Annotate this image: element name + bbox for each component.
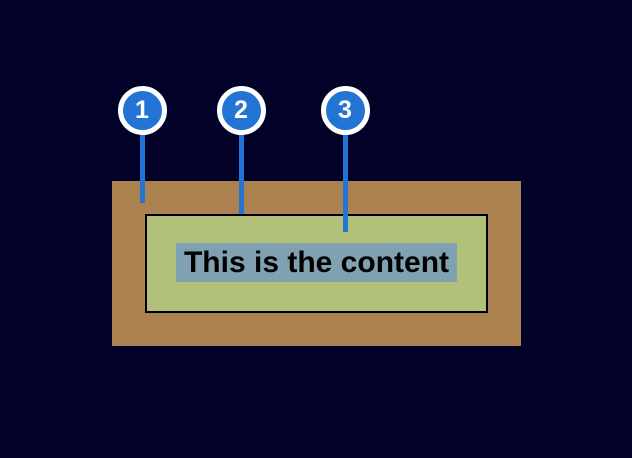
callout-marker-3: 3 (320, 86, 370, 135)
callout-marker-2: 2 (216, 86, 266, 135)
content-highlight: This is the content (176, 243, 457, 282)
content-text: This is the content (183, 245, 450, 279)
callout-marker-1: 1 (117, 86, 167, 135)
callout-line-2 (238, 110, 244, 214)
callout-number-1: 1 (135, 96, 149, 124)
callout-number-2: 2 (234, 96, 248, 124)
callout-number-3: 3 (338, 96, 352, 124)
callout-line-3 (342, 110, 348, 232)
callout-line-1 (139, 110, 145, 203)
